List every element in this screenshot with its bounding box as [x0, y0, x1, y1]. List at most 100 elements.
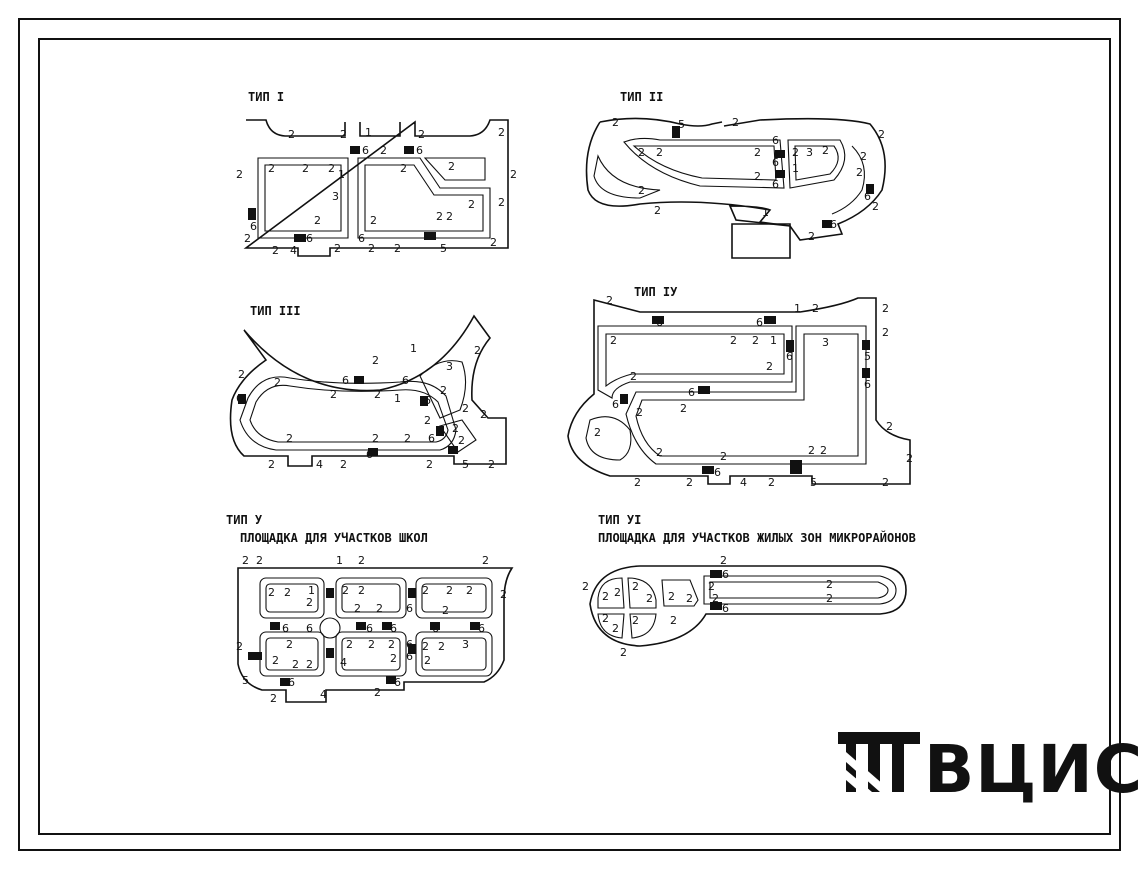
diagram-type-4: ТИП IУ 2 1 2 2 6 6 2 2 2 2 1 3 6 5 2 2 6… [567, 285, 913, 489]
label: 2 [340, 128, 347, 141]
label: 6 [864, 378, 871, 391]
type-5-outline [237, 567, 514, 703]
title-type-6: ТИП УI [598, 513, 641, 527]
label: 2 [754, 146, 761, 159]
label: 6 [478, 622, 485, 635]
label: 2 [272, 654, 279, 667]
label: 2 [488, 458, 495, 471]
label: 2 [654, 204, 661, 217]
label: 2 [328, 162, 335, 175]
label: 6 [306, 232, 313, 245]
label: 3 [332, 190, 339, 203]
label: 2 [256, 554, 263, 567]
crossing-hatch [270, 622, 280, 630]
title-type-5: ТИП У [226, 513, 263, 527]
label: 2 [634, 476, 641, 489]
type-6-outline [589, 565, 907, 647]
diagram-type-2: ТИП II 2 5 2 2 6 2 2 2 2 3 2 2 6 1 2 2 6… [585, 90, 886, 259]
label: 3 [446, 360, 453, 373]
label: 2 [424, 654, 431, 667]
label: 2 [418, 128, 425, 141]
label: 2 [272, 244, 279, 257]
label: 2 [720, 554, 727, 567]
label: 6 [250, 220, 257, 233]
label: 2 [358, 554, 365, 567]
label: 2 [636, 406, 643, 419]
block-inner [341, 583, 401, 613]
label: 6 [366, 622, 373, 635]
crossing-hatch [786, 340, 794, 352]
label: 2 [768, 476, 775, 489]
label: 2 [594, 426, 601, 439]
crossing-hatch [436, 426, 444, 436]
outer-frame [18, 18, 1121, 851]
label: 2 [656, 146, 663, 159]
label: 2 [354, 602, 361, 615]
diagram-type-5: ТИП У ПЛОЩАДКА ДЛЯ УЧАСТКОВ ШКОЛ [226, 513, 514, 705]
label: 2 [242, 554, 249, 567]
label: 2 [606, 294, 613, 307]
type-1-pocket [423, 157, 486, 181]
label: 1 [410, 342, 417, 355]
diagram-type-3: ТИП III 2 2 1 3 2 2 6 6 2 6 2 2 1 6 2 2 … [229, 304, 507, 471]
label: 2 [368, 638, 375, 651]
type-1-loop-left [257, 157, 349, 239]
type-6-cell [627, 577, 657, 609]
label: 6 [772, 178, 779, 191]
type-4-loop-main [625, 325, 867, 465]
label: 3 [822, 336, 829, 349]
subtitle-type-6: ПЛОЩАДКА ДЛЯ УЧАСТКОВ ЖИЛЫХ ЗОН МИКРОРАЙ… [598, 530, 916, 545]
crossing-hatch [672, 126, 680, 138]
label: 2 [712, 592, 719, 605]
title-type-2: ТИП II [620, 90, 663, 104]
label: 2 [498, 196, 505, 209]
inner-frame [38, 38, 1111, 835]
type-6-cell [629, 613, 657, 639]
crossing-hatch [386, 676, 396, 684]
label: 2 [610, 334, 617, 347]
label: 2 [886, 420, 893, 433]
label: 2 [730, 334, 737, 347]
crossing-hatch [764, 316, 776, 324]
label: 2 [732, 116, 739, 129]
crossing-hatch [350, 146, 360, 154]
label: 2 [426, 458, 433, 471]
crossing-hatch [448, 446, 458, 454]
label: 2 [860, 150, 867, 163]
label: 2 [346, 638, 353, 651]
crossing-hatch [652, 316, 664, 324]
label: 2 [882, 302, 889, 315]
label: 2 [792, 146, 799, 159]
label: 6 [366, 448, 373, 461]
label: 2 [686, 476, 693, 489]
label: 5 [462, 458, 469, 471]
crossing-hatch [775, 150, 785, 158]
label: 4 [316, 458, 323, 471]
roundabout [319, 617, 341, 639]
label: 2 [286, 638, 293, 651]
label: 2 [436, 210, 443, 223]
type-2-loop-left-inner [632, 145, 777, 181]
crossing-hatch [408, 644, 416, 654]
block-inner [265, 583, 319, 613]
type-4-loop-top-inner [605, 333, 785, 388]
crossing-hatch [790, 460, 802, 474]
label: 1 [762, 206, 769, 219]
label: 1 [365, 126, 372, 139]
label: 2 [826, 578, 833, 591]
label: 2 [440, 384, 447, 397]
label: 2 [820, 444, 827, 457]
label: 6 [288, 676, 295, 689]
label: 2 [334, 242, 341, 255]
crossing-hatch [862, 368, 870, 378]
label: 5 [864, 350, 871, 363]
type-2-loop-right [787, 139, 846, 189]
crossing-hatch [248, 208, 256, 220]
label: 2 [602, 612, 609, 625]
label: 6 [424, 394, 431, 407]
label: 2 [390, 652, 397, 665]
type-4-island [585, 416, 632, 461]
label: 2 [394, 242, 401, 255]
label: 2 [720, 450, 727, 463]
label: 6 [612, 398, 619, 411]
